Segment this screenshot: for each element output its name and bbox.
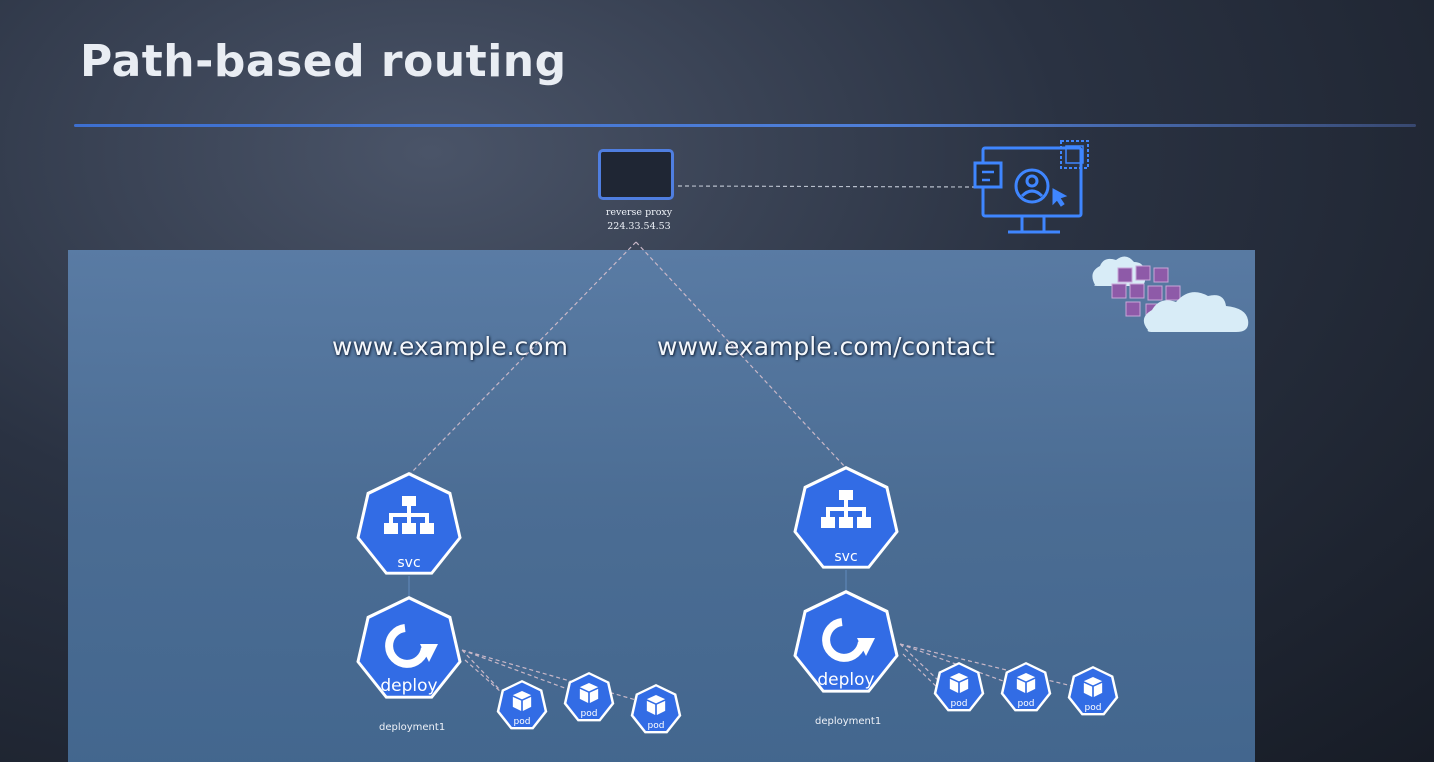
service-1: svc: [356, 472, 462, 575]
deployment-2: deploy: [793, 590, 899, 693]
deployment-name-2: deployment1: [815, 716, 882, 727]
pod-label: pod: [1085, 703, 1102, 713]
pod-2a: pod: [933, 662, 985, 712]
pod-label: pod: [1018, 699, 1035, 709]
service-2: svc: [793, 466, 899, 569]
pod-1b: pod: [563, 672, 615, 722]
deploy-label-1: deploy: [380, 676, 437, 696]
deploy-label-2: deploy: [817, 670, 874, 690]
reverse-proxy-ip: 224.33.54.53: [607, 221, 671, 232]
reverse-proxy-label: reverse proxy: [605, 207, 673, 218]
cluster-panel: [68, 250, 1255, 762]
route-url-2: www.example.com/contact: [657, 332, 995, 361]
pod-label: pod: [581, 709, 598, 719]
reverse-proxy-box: [598, 149, 674, 200]
refresh-arrow-icon: [822, 618, 875, 662]
refresh-arrow-icon: [385, 624, 438, 668]
route-url-1: www.example.com: [332, 332, 568, 361]
user-monitor-icon: [973, 140, 1089, 234]
pod-1a: pod: [496, 680, 548, 730]
deployment-1: deploy: [356, 596, 462, 699]
deployment-name-1: deployment1: [379, 722, 446, 733]
pod-label: pod: [648, 721, 665, 731]
pod-label: pod: [514, 717, 531, 727]
title-underline: [74, 124, 1416, 127]
pod-1c: pod: [630, 684, 682, 734]
pod-2b: pod: [1000, 662, 1052, 712]
pod-label: pod: [951, 699, 968, 709]
service-label-1: svc: [397, 555, 420, 571]
connectors: [408, 185, 1073, 701]
slide-title: Path-based routing: [80, 36, 567, 87]
service-label-2: svc: [834, 549, 857, 565]
cloud-containers-icon: [1092, 256, 1249, 332]
pod-2c: pod: [1067, 666, 1119, 716]
